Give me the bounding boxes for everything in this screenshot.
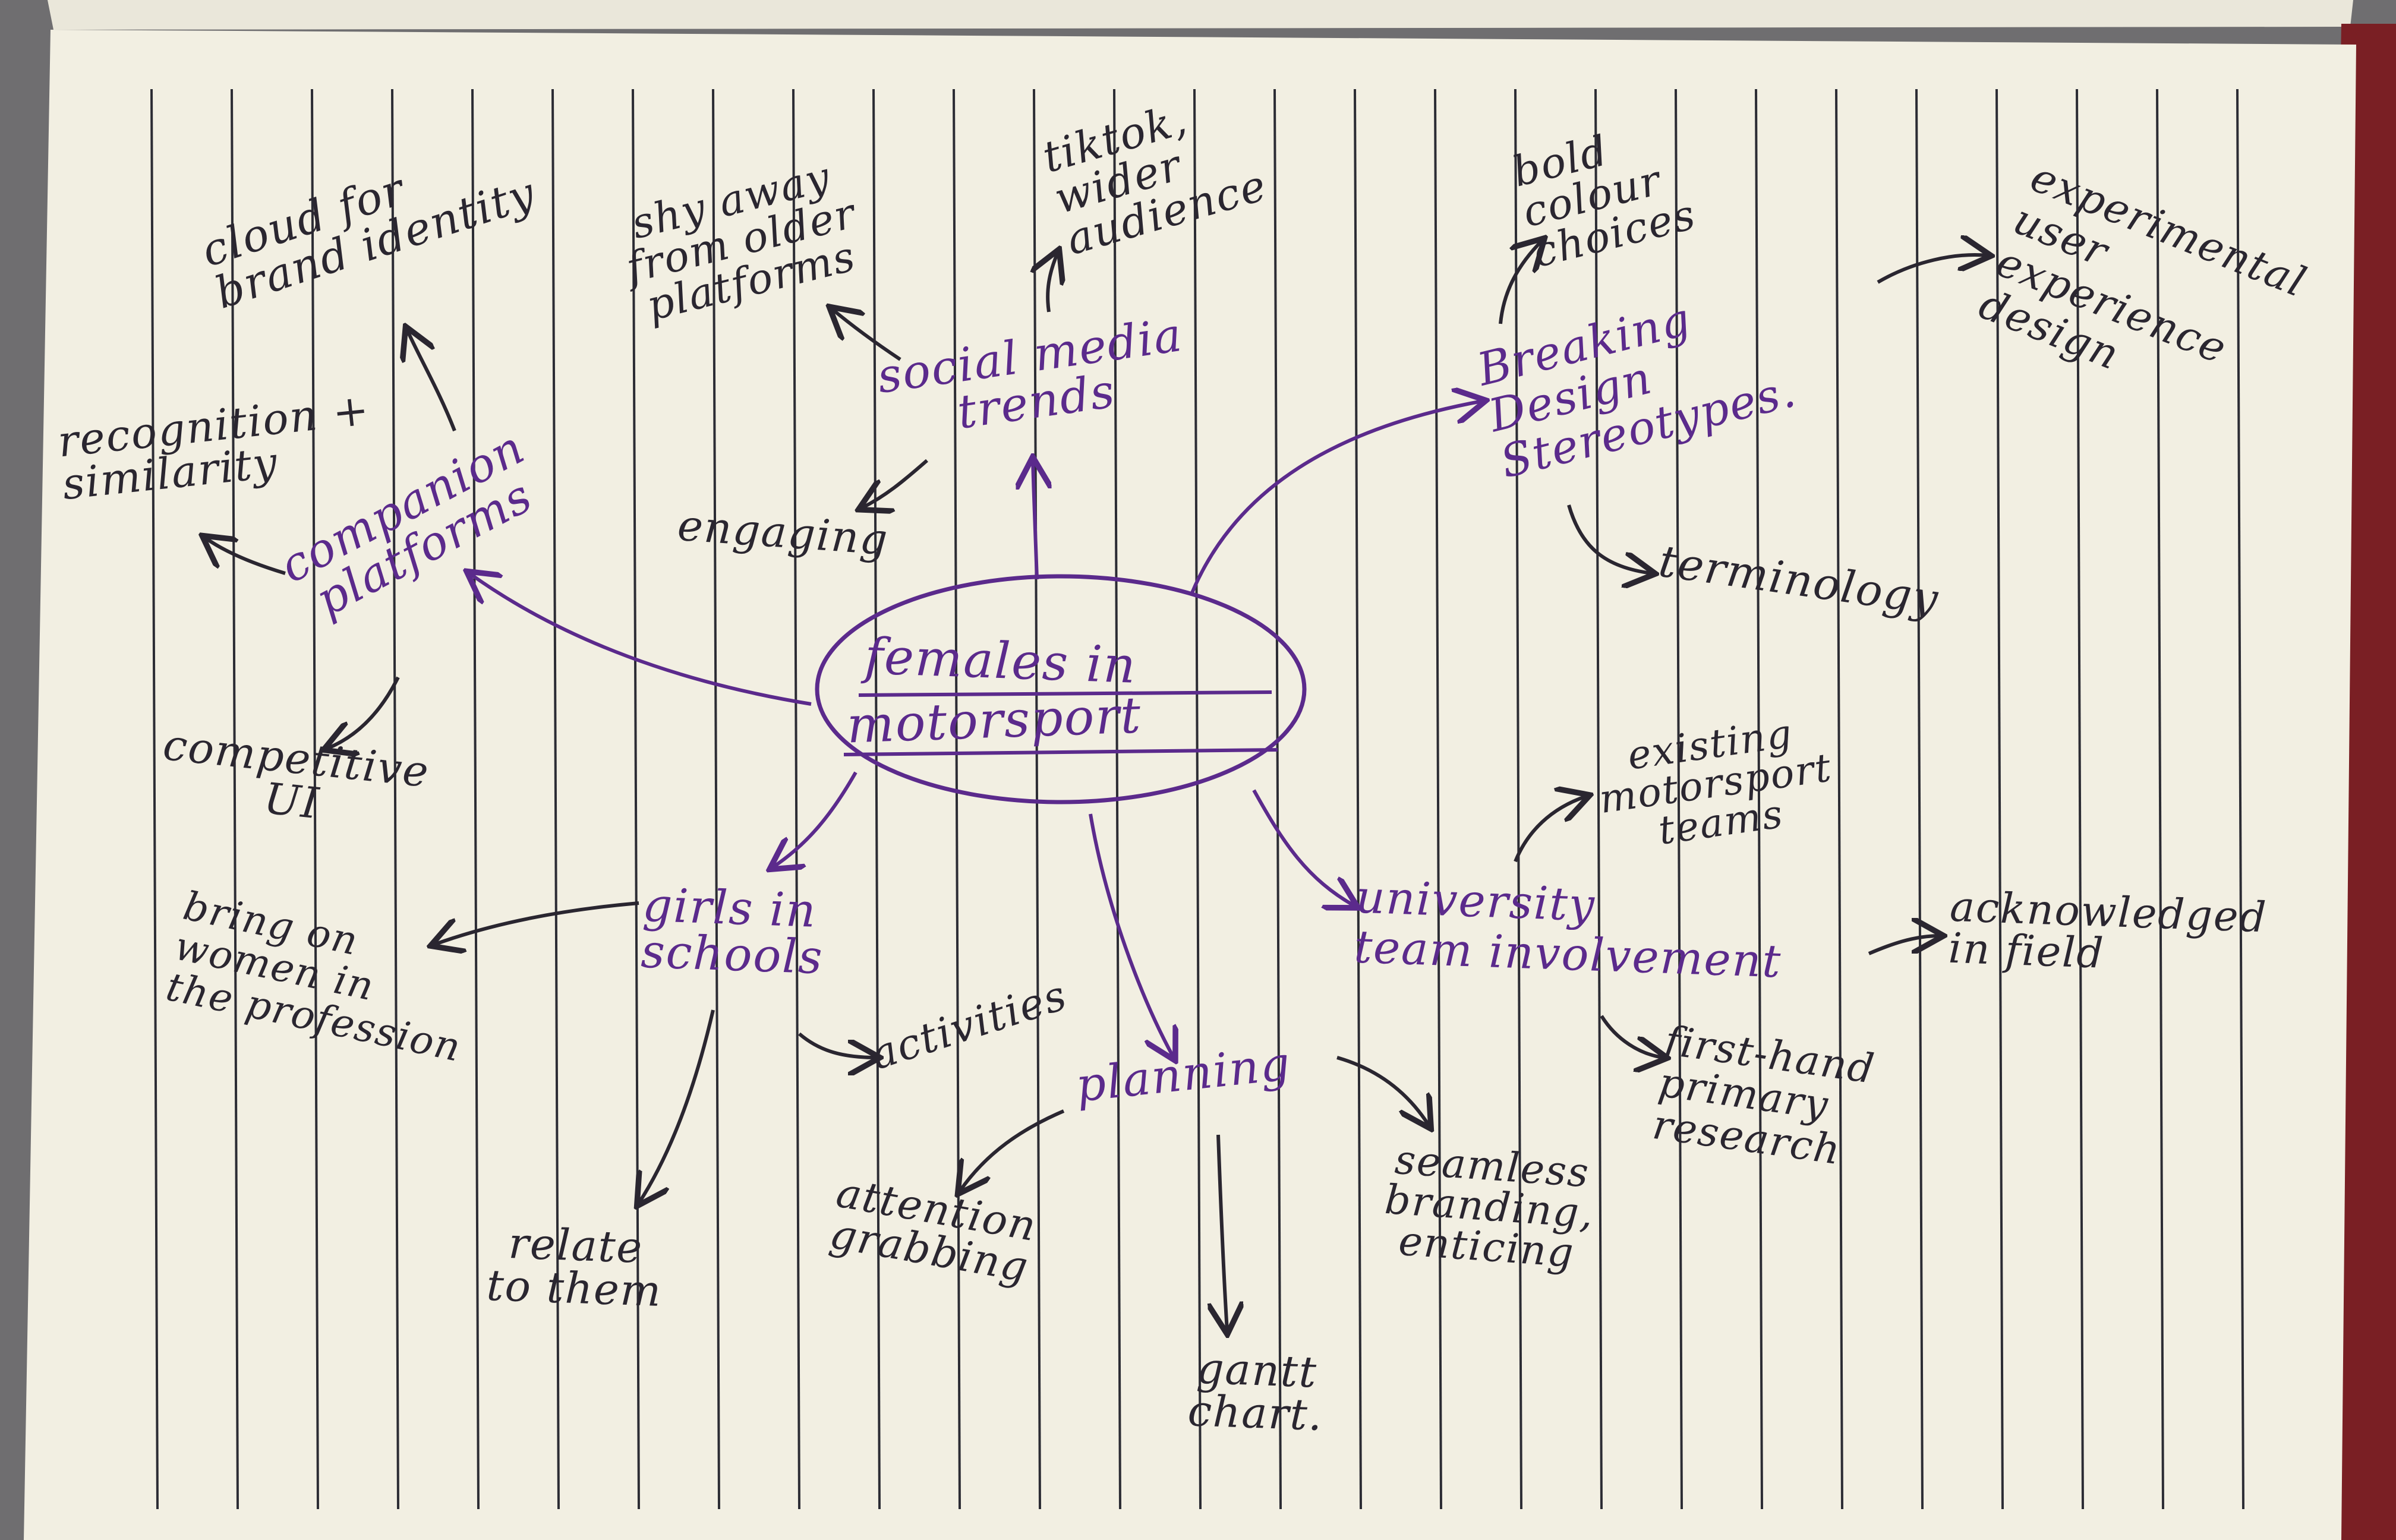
center-ellipse	[815, 574, 1307, 804]
arrow-to-terminology	[1567, 504, 1652, 573]
ruled-lines	[150, 89, 2244, 1510]
center-underline-1	[858, 690, 1272, 697]
arrow-to-girls	[773, 771, 857, 867]
arrow-to-bring	[434, 901, 639, 945]
arrow-to-seamless	[1336, 1056, 1429, 1126]
arrow-to-design	[1190, 401, 1483, 595]
arrow-to-relate	[639, 1009, 715, 1203]
leaf-first-hand-primary-research: first-hand primary research	[1650, 1017, 1878, 1175]
arrow-to-recognition	[205, 538, 286, 575]
arrow-to-activities	[798, 1032, 877, 1058]
arrow-to-university	[1252, 789, 1355, 906]
leaf-relate-to-them: relate to them	[485, 1218, 663, 1317]
arrow-to-shy	[832, 309, 901, 361]
center-topic-line1: females in	[863, 627, 1138, 695]
branch-girls-in-schools: girls in schools	[640, 878, 824, 985]
leaf-acknowledged-in-field: acknowledged in field	[1947, 882, 2268, 978]
arrow-to-acknowledged	[1868, 936, 1940, 955]
arrow-to-attention	[960, 1109, 1065, 1191]
arrow-to-engaging	[862, 459, 928, 508]
branch-university-team-involvement: university team involvement	[1353, 870, 1783, 988]
upper-page-edge	[48, 0, 2353, 30]
center-underline-2	[843, 748, 1278, 756]
arrow-to-tiktok	[1048, 253, 1058, 313]
center-topic-line2: motorsport	[846, 686, 1143, 755]
arrow-to-planning	[1089, 813, 1174, 1058]
leaf-gantt-chart: gantt chart.	[1187, 1343, 1324, 1440]
arrow-to-experimental	[1877, 255, 1988, 284]
leaf-seamless-branding-enticing: seamless branding, enticing	[1383, 1136, 1596, 1277]
arrow-to-companion	[469, 573, 812, 706]
arrow-to-competitive	[327, 676, 400, 749]
arrow-to-existing	[1514, 796, 1587, 863]
arrow-to-social	[1033, 460, 1037, 580]
arrow-to-gantt	[1218, 1134, 1227, 1331]
arrow-to-bold	[1499, 241, 1542, 324]
arrow-to-cloud	[407, 330, 456, 432]
arrow-to-firsthand	[1600, 1015, 1664, 1058]
